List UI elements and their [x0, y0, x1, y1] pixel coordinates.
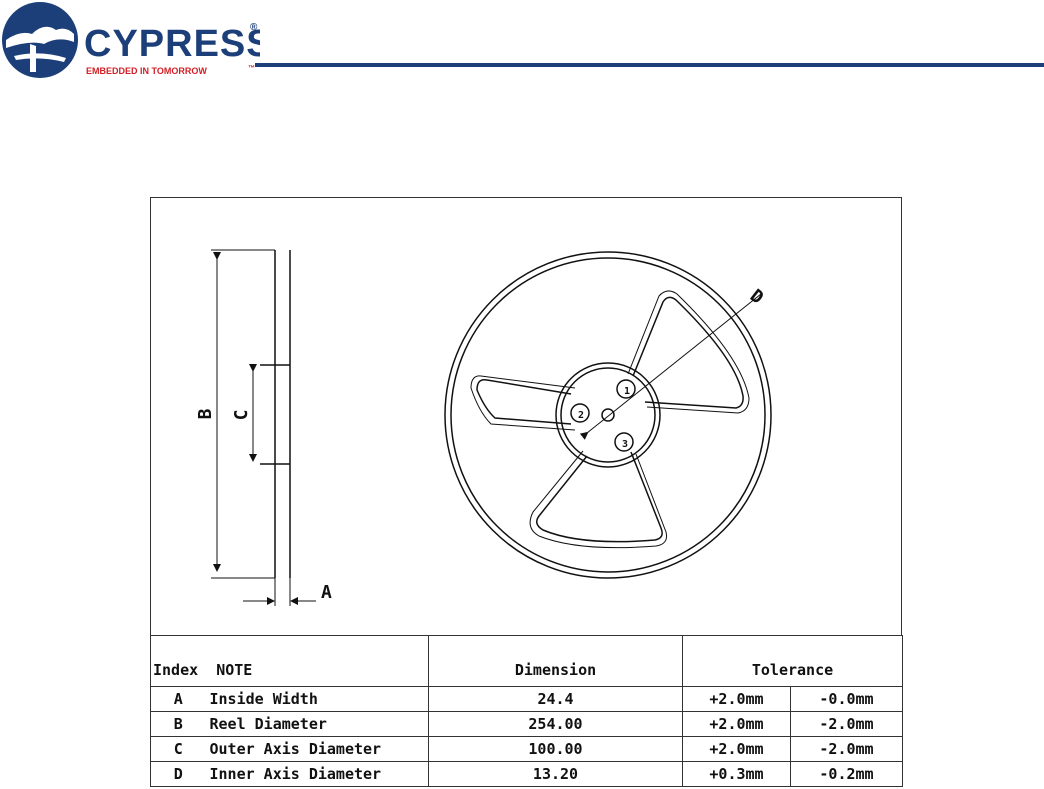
label-a: A — [321, 582, 332, 603]
row-index: B — [151, 712, 206, 737]
row-tol-plus: +0.3mm — [683, 762, 791, 787]
row-index: A — [151, 687, 206, 712]
trademark-mark: ™ — [248, 65, 255, 72]
row-dimension: 13.20 — [429, 762, 683, 787]
row-note: Outer Axis Diameter — [206, 737, 429, 762]
label-c: C — [231, 410, 252, 421]
label-d: D — [746, 285, 768, 308]
row-tol-plus: +2.0mm — [683, 712, 791, 737]
reel-drawing: B C A 1 2 3 D — [151, 198, 903, 637]
brand-name: CYPRESS — [84, 23, 260, 65]
tree-globe-icon — [2, 2, 78, 78]
header-rule — [255, 63, 1044, 67]
cypress-logo: CYPRESS ® EMBEDDED IN TOMORROW ™ — [0, 0, 260, 80]
header-note: NOTE — [216, 661, 252, 679]
row-tol-minus: -0.0mm — [791, 687, 903, 712]
header-index-note: Index NOTE — [151, 636, 429, 687]
hole-label-3: 3 — [622, 439, 628, 450]
row-tol-minus: -0.2mm — [791, 762, 903, 787]
header-dimension: Dimension — [429, 636, 683, 687]
hole-label-2: 2 — [578, 410, 584, 421]
reel-front-view — [445, 252, 771, 578]
row-note: Inside Width — [206, 687, 429, 712]
row-note: Reel Diameter — [206, 712, 429, 737]
row-index: D — [151, 762, 206, 787]
row-dimension: 24.4 — [429, 687, 683, 712]
table-row: D Inner Axis Diameter 13.20 +0.3mm -0.2m… — [151, 762, 903, 787]
label-b: B — [195, 408, 216, 419]
reel-drawing-frame: B C A 1 2 3 D — [150, 197, 902, 636]
table-row: C Outer Axis Diameter 100.00 +2.0mm -2.0… — [151, 737, 903, 762]
header-index: Index — [153, 661, 198, 679]
row-dimension: 100.00 — [429, 737, 683, 762]
reel-side-view — [211, 250, 316, 606]
table-row: A Inside Width 24.4 +2.0mm -0.0mm — [151, 687, 903, 712]
row-tol-minus: -2.0mm — [791, 737, 903, 762]
hole-label-1: 1 — [624, 386, 630, 397]
row-note: Inner Axis Diameter — [206, 762, 429, 787]
registered-mark: ® — [250, 22, 258, 33]
header-tolerance: Tolerance — [683, 636, 903, 687]
row-index: C — [151, 737, 206, 762]
reel-spec-table: Index NOTE Dimension Tolerance A Inside … — [150, 635, 903, 787]
brand-tagline: EMBEDDED IN TOMORROW — [86, 66, 207, 76]
table-row: B Reel Diameter 254.00 +2.0mm -2.0mm — [151, 712, 903, 737]
row-dimension: 254.00 — [429, 712, 683, 737]
row-tol-plus: +2.0mm — [683, 687, 791, 712]
table-header-row: Index NOTE Dimension Tolerance — [151, 636, 903, 687]
row-tol-minus: -2.0mm — [791, 712, 903, 737]
row-tol-plus: +2.0mm — [683, 737, 791, 762]
